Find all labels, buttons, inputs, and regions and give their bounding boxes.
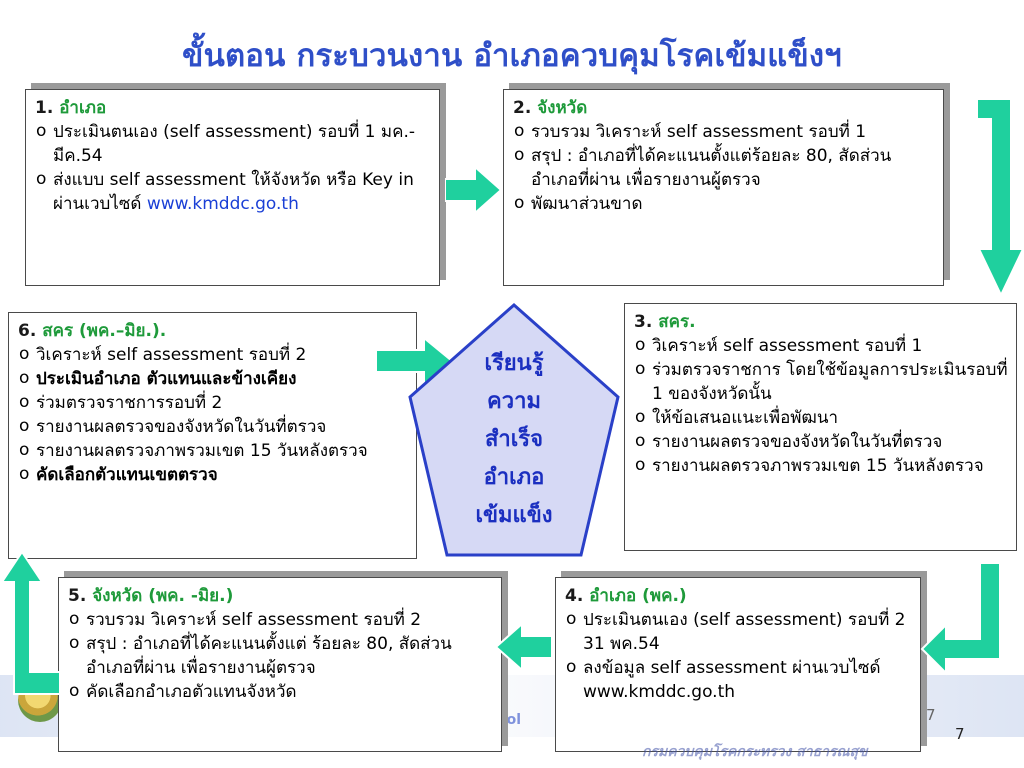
- step-6-item-bold: ประเมินอำเภอ ตัวแทนและข้างเคียง: [36, 369, 297, 389]
- step-3-item: ให้ข้อเสนอแนะเพื่อพัฒนา: [634, 405, 1008, 430]
- center-line: เข้มแข็ง: [475, 503, 553, 528]
- step-5-heading: 5. จังหวัด (พค. -มิย.): [68, 584, 493, 608]
- center-line: ความ: [487, 389, 541, 414]
- step-4-item: ประเมินตนเอง (self assessment) รอบที่ 2 …: [565, 607, 912, 656]
- center-line: อำเภอ: [483, 465, 545, 490]
- step-3-item: รายงานผลตรวจของจังหวัดในวันที่ตรวจ: [634, 429, 1008, 454]
- step-5-item: คัดเลือกอำเภอตัวแทนจังหวัด: [68, 679, 493, 704]
- step-6-item: รายงานผลตรวจภาพรวมเขต 15 วันหลังตรวจ: [18, 438, 408, 463]
- step-2-label: จังหวัด: [537, 98, 588, 118]
- step-2-heading: 2. จังหวัด: [513, 96, 935, 120]
- step-1-item-text: ส่งแบบ self assessment ให้จังหวัด หรือ K…: [53, 170, 414, 214]
- step-5-label: จังหวัด (พค. -มิย.): [92, 586, 234, 606]
- step-6-box: 6. สคร (พค.–มิย.). วิเคราะห์ self assess…: [8, 312, 417, 559]
- arrow-left-4-to-5: [494, 622, 553, 672]
- step-1-label: อำเภอ: [59, 98, 107, 118]
- step-6-label: สคร (พค.–มิย.).: [42, 321, 167, 341]
- step-2-item: พัฒนาส่วนขาด: [513, 191, 935, 216]
- center-line: เรียนรู้: [484, 351, 544, 376]
- step-4-item: ลงข้อมูล self assessment ผ่านเวบไซด์ www…: [565, 655, 912, 704]
- step-1-item: ส่งแบบ self assessment ให้จังหวัด หรือ K…: [35, 167, 431, 216]
- step-6-item: วิเคราะห์ self assessment รอบที่ 2: [18, 342, 408, 367]
- step-3-box: 3. สคร. วิเคราะห์ self assessment รอบที่…: [624, 303, 1017, 551]
- step-3-item: รายงานผลตรวจภาพรวมเขต 15 วันหลังตรวจ: [634, 453, 1008, 478]
- step-6-number: 6.: [18, 321, 37, 341]
- arrow-up-5-to-6: [0, 550, 61, 695]
- step-5-item: สรุป : อำเภอที่ได้คะแนนตั้งแต่ ร้อยละ 80…: [68, 631, 493, 680]
- step-6-item-bold: คัดเลือกตัวแทนเขตตรวจ: [36, 465, 218, 485]
- center-label: เรียนรู้ ความ สำเร็จ อำเภอ เข้มแข็ง: [407, 345, 621, 535]
- step-5-box: 5. จังหวัด (พค. -มิย.) รวบรวม วิเคราะห์ …: [58, 577, 502, 752]
- step-2-item: รวบรวม วิเคราะห์ self assessment รอบที่ …: [513, 119, 935, 144]
- step-6-heading: 6. สคร (พค.–มิย.).: [18, 319, 408, 343]
- footer-text: กรมควบคุมโรคกระทรวง สาธารณสุข: [642, 744, 868, 760]
- step-5-item: รวบรวม วิเคราะห์ self assessment รอบที่ …: [68, 607, 493, 632]
- step-6-item: ร่วมตรวจราชการรอบที่ 2: [18, 390, 408, 415]
- step-3-item: ร่วมตรวจราชการ โดยใช้ข้อมูลการประเมินรอบ…: [634, 357, 1008, 406]
- center-pentagon: [408, 302, 620, 557]
- step-3-number: 3.: [634, 312, 653, 332]
- step-5-number: 5.: [68, 586, 87, 606]
- website-link[interactable]: www.kmddc.go.th: [146, 194, 299, 214]
- step-4-label: อำเภอ (พค.): [589, 586, 687, 606]
- step-4-number: 4.: [565, 586, 584, 606]
- step-1-box: 1. อำเภอ ประเมินตนเอง (self assessment) …: [25, 89, 440, 286]
- step-1-item: ประเมินตนเอง (self assessment) รอบที่ 1 …: [35, 119, 431, 168]
- page-title: ขั้นตอน กระบวนงาน อำเภอควบคุมโรคเข้มแข็ง…: [182, 38, 842, 74]
- step-2-box: 2. จังหวัด รวบรวม วิเคราะห์ self assessm…: [503, 89, 944, 286]
- step-6-item: รายงานผลตรวจของจังหวัดในวันที่ตรวจ: [18, 414, 408, 439]
- step-3-label: สคร.: [658, 312, 696, 332]
- step-6-item: คัดเลือกตัวแทนเขตตรวจ: [18, 462, 408, 487]
- center-line: สำเร็จ: [484, 427, 543, 452]
- step-6-item: ประเมินอำเภอ ตัวแทนและข้างเคียง: [18, 366, 408, 391]
- step-1-number: 1.: [35, 98, 54, 118]
- arrow-down-3-to-4: [920, 562, 1001, 676]
- arrow-right-1-to-2: [445, 165, 503, 215]
- page-number: 7: [955, 725, 965, 743]
- step-4-heading: 4. อำเภอ (พค.): [565, 584, 912, 608]
- step-2-item: สรุป : อำเภอที่ได้คะแนนตั้งแต่ร้อยละ 80,…: [513, 143, 935, 192]
- step-1-heading: 1. อำเภอ: [35, 96, 431, 120]
- step-4-box: 4. อำเภอ (พค.) ประเมินตนเอง (self assess…: [555, 577, 921, 752]
- arrow-down-2-to-3: [977, 99, 1024, 298]
- step-3-item: วิเคราะห์ self assessment รอบที่ 1: [634, 333, 1008, 358]
- step-3-heading: 3. สคร.: [634, 310, 1008, 334]
- page-number-ghost: 7: [926, 706, 936, 724]
- step-2-number: 2.: [513, 98, 532, 118]
